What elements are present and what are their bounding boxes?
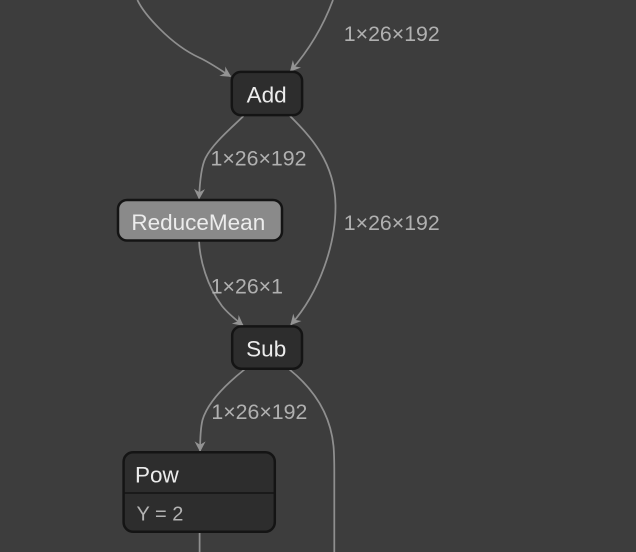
svg-text:Sub: Sub bbox=[246, 336, 286, 361]
svg-text:1×26×192: 1×26×192 bbox=[344, 211, 440, 235]
svg-text:1×26×192: 1×26×192 bbox=[211, 400, 307, 424]
svg-text:1×26×192: 1×26×192 bbox=[211, 146, 307, 170]
svg-text:1×26×192: 1×26×192 bbox=[344, 22, 440, 46]
svg-text:Pow: Pow bbox=[135, 463, 180, 488]
svg-text:Add: Add bbox=[247, 83, 287, 108]
svg-text:Y = 2: Y = 2 bbox=[137, 504, 184, 526]
svg-text:ReduceMean: ReduceMean bbox=[131, 210, 265, 235]
svg-text:1×26×1: 1×26×1 bbox=[211, 275, 283, 299]
